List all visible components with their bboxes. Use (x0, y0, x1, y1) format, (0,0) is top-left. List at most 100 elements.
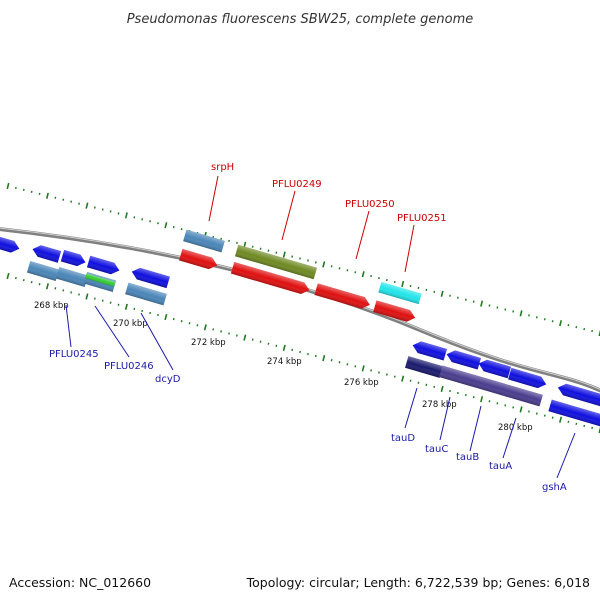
gene-box (125, 282, 167, 306)
outer-ruler-tick (85, 202, 89, 209)
inner-ruler-tick (259, 340, 262, 343)
inner-ruler-tick (575, 422, 578, 425)
cds-reverse (230, 261, 310, 295)
cds-forward-shade (557, 383, 600, 407)
inner-ruler-tick (314, 354, 317, 358)
inner-ruler-tick (141, 309, 144, 313)
inner-ruler-tick (393, 375, 396, 378)
cds-forward (508, 367, 547, 389)
gene-label-PFLU0249: PFLU0249 (272, 179, 322, 190)
inner-ruler-tick (598, 426, 600, 434)
inner-ruler-tick (378, 371, 380, 374)
cds-reverse (373, 300, 416, 322)
inner-ruler-tick (38, 283, 41, 286)
inner-ruler-tick (346, 363, 349, 366)
cds-forward-shade (0, 233, 20, 253)
gene-box-shade (234, 244, 318, 280)
inner-ruler-tick (361, 365, 365, 372)
outer-ruler-tick (164, 222, 168, 229)
inner-ruler-tick (267, 342, 270, 345)
tick-label-276: 276 kbp (344, 378, 379, 388)
gene-box-tauA (501, 383, 543, 407)
cds-forward-shade (32, 245, 62, 263)
inner-ruler-tick (385, 373, 388, 376)
inner-ruler-tick (188, 322, 191, 325)
inner-ruler-tick (70, 291, 73, 294)
cds-reverse-shade (230, 261, 310, 295)
tick-label-274: 274 kbp (267, 357, 302, 367)
gene-label-PFLU0245: PFLU0245 (49, 349, 99, 360)
gene-box-shade (183, 229, 225, 253)
tick-label-268: 268 kbp (34, 301, 69, 311)
gene-label-PFLU0251: PFLU0251 (397, 213, 447, 224)
gene-label-dcyD: dcyD (155, 374, 181, 385)
cds-forward-shade (60, 249, 86, 267)
outer-ruler-tick (282, 251, 286, 258)
cds-forward-shade (446, 350, 482, 370)
misc-feature-cyan-shade (378, 281, 422, 305)
inner-ruler-tick (251, 338, 254, 341)
inner-ruler-tick (164, 313, 168, 321)
inner-ruler-tick (220, 330, 223, 333)
gene-box-shade (55, 267, 89, 287)
outer-ruler-tick (124, 212, 128, 219)
inner-ruler-tick (124, 303, 128, 310)
inner-ruler-tick (433, 385, 436, 389)
cds-forward (412, 341, 448, 361)
gene-box-tauB-shade (470, 374, 506, 396)
inner-ruler-tick (235, 334, 238, 337)
cds-forward (32, 245, 62, 263)
inner-ruler-tick (504, 404, 507, 407)
inner-ruler-tick (591, 426, 594, 430)
inner-ruler-tick (45, 283, 49, 290)
gene-box-gshA-shade (548, 399, 600, 427)
gene-box (183, 229, 225, 253)
inner-ruler-tick (370, 369, 373, 372)
inner-ruler-tick (203, 324, 207, 331)
inner-ruler-tick (480, 396, 484, 403)
inner-ruler-tick (583, 424, 586, 428)
inner-ruler-tick (338, 361, 341, 364)
cds-forward (0, 233, 20, 253)
ruler-labels: 268 kbp 270 kbp 272 kbp 274 kbp 276 kbp … (34, 301, 533, 433)
inner-ruler-tick (14, 276, 17, 280)
gene-box-gshA (548, 399, 600, 427)
inner-ruler-tick (299, 350, 301, 354)
inner-ruler (6, 272, 600, 434)
inner-ruler-tick (496, 402, 499, 405)
cds-reverse-shade (314, 283, 370, 309)
cds-forward-shade (131, 267, 170, 289)
gene-box-tauC (438, 365, 476, 387)
inner-ruler-tick (425, 383, 428, 386)
gene-label-tauD: tauD (391, 433, 415, 444)
inner-ruler-tick (117, 303, 120, 306)
inner-ruler-tick (30, 281, 33, 284)
inner-ruler-tick (157, 313, 159, 317)
inner-ruler-tick (275, 344, 278, 347)
gene-box-tauD (405, 356, 443, 378)
outer-ruler-tick (401, 280, 405, 288)
inner-ruler-tick (101, 299, 104, 302)
cds-forward-shade (86, 255, 120, 275)
outer-ruler-tick (480, 300, 484, 307)
inner-ruler-tick (78, 293, 80, 296)
genome-summary-text: Topology: circular; Length: 6,722,539 bp… (246, 575, 590, 590)
inner-ruler-tick (149, 311, 152, 315)
inner-ruler-tick (22, 278, 25, 282)
gene-box-tauB (470, 374, 506, 396)
inner-ruler-tick (85, 293, 89, 300)
gene-label-PFLU0250: PFLU0250 (345, 199, 395, 210)
cds-forward-shade (478, 359, 512, 379)
inner-ruler-tick (354, 365, 357, 368)
inner-ruler-tick (512, 406, 515, 409)
inner-ruler-tick (488, 400, 491, 403)
misc-feature-cyan (378, 281, 422, 305)
outer-ruler-tick (322, 261, 326, 268)
inner-ruler-tick (528, 410, 530, 413)
misc-feature-green (84, 273, 116, 287)
cds-reverse (314, 283, 370, 309)
inner-ruler-tick (212, 328, 215, 331)
inner-ruler-tick (551, 416, 554, 419)
inner-ruler-tick (133, 307, 136, 310)
inner-ruler-tick (464, 393, 467, 397)
